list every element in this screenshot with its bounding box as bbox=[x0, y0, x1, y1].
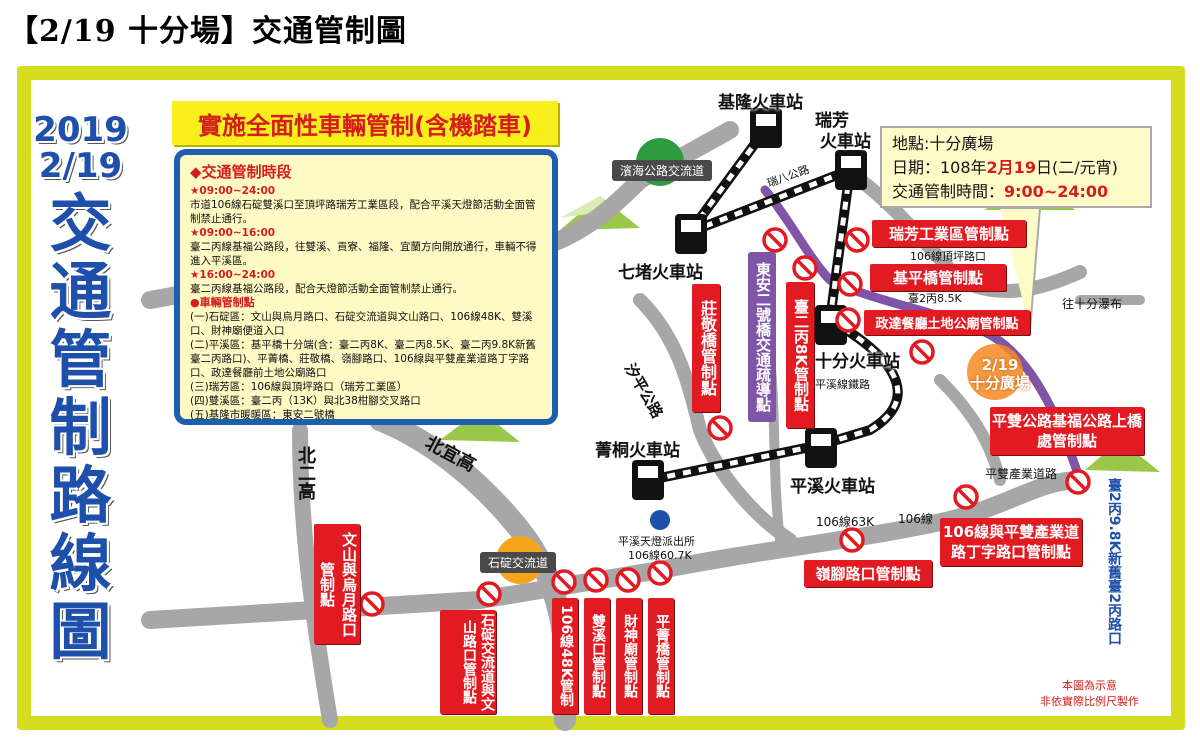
venue-label: 2/19 十分廣場 bbox=[960, 356, 1040, 392]
event-time: 交通管制時間：9:00~24:00 bbox=[892, 182, 1109, 201]
control-point-item: (一)石碇區：文山與烏月路口、石碇交流道與文山路口、106線48K、雙溪口、財神… bbox=[190, 311, 533, 337]
control-point-item: (五)基隆市暖暖區：東安二號橋 bbox=[190, 409, 335, 421]
road-old-new-t2b: 臺2丙9.8K新舊臺2丙路口 bbox=[1106, 478, 1122, 646]
side-title-year: 2019 bbox=[33, 110, 128, 150]
no-entry-icon bbox=[647, 560, 673, 586]
side-title-char: 圖 bbox=[49, 595, 112, 668]
road-police-station: 平溪天燈派出所 bbox=[618, 535, 695, 548]
event-location: 地點:十分廣場 bbox=[892, 134, 994, 153]
venue-date: 2/19 bbox=[981, 356, 1019, 374]
road-106: 106線 bbox=[898, 512, 933, 526]
control-time-box: ◆交通管制時段 ★09:00~24:00 市道106線石碇雙溪口至頂坪路瑞芳工業… bbox=[174, 149, 558, 425]
road-t2b-85k: 臺2丙8.5K bbox=[908, 292, 962, 305]
station-keelung: 基隆火車站 bbox=[718, 93, 803, 113]
dongan-guidance-label: 東安二號橋交通疏導點 bbox=[748, 252, 776, 422]
time-slot-label: ★16:00~24:00 bbox=[190, 269, 276, 281]
no-entry-icon bbox=[615, 567, 641, 593]
no-entry-icon bbox=[792, 255, 818, 281]
no-entry-icon bbox=[762, 227, 788, 253]
railway bbox=[648, 127, 903, 485]
event-info-box: 地點:十分廣場 日期：108年2月19日(二/元宵) 交通管制時間：9:00~2… bbox=[880, 126, 1152, 208]
time-slot-label: ★09:00~24:00 bbox=[190, 185, 276, 197]
control-wenshan-wuyue: 文山與烏月路口管制點 bbox=[314, 524, 360, 644]
control-jiping-bridge: 基平橋管制點 bbox=[870, 264, 1006, 291]
control-ruifang-industrial: 瑞芳工業區管制點 bbox=[872, 220, 1026, 247]
no-entry-icon bbox=[835, 307, 861, 333]
no-entry-icon bbox=[844, 227, 870, 253]
time-slot-label: ★09:00~16:00 bbox=[190, 227, 276, 239]
no-entry-icon bbox=[476, 581, 502, 607]
side-title-char: 線 bbox=[49, 527, 112, 600]
no-entry-icon bbox=[707, 415, 733, 441]
road-to-shifen-falls: 往十分瀑布 bbox=[1062, 297, 1123, 311]
shiding-interchange-label: 石碇交流道 bbox=[480, 552, 557, 573]
train-icon-pingxi bbox=[805, 428, 837, 468]
side-title-char: 制 bbox=[49, 391, 112, 464]
station-pingxi: 平溪火車站 bbox=[790, 477, 875, 497]
road-106-63k: 106線63K bbox=[816, 515, 875, 529]
binhai-interchange-label: 濱海公路交流道 bbox=[612, 160, 713, 181]
control-t2b-8k: 臺二丙8K管制點 bbox=[786, 282, 814, 428]
station-qidu: 七堵火車站 bbox=[618, 263, 703, 283]
no-entry-icon bbox=[1065, 469, 1091, 495]
train-icon-keelung bbox=[750, 108, 782, 148]
time-slot-text: 臺二丙線基福公路段，往雙溪、貢寮、福隆、宜蘭方向開放通行，車輛不得進入平溪區。 bbox=[190, 241, 537, 267]
road-bei2: 北二高 bbox=[295, 446, 316, 500]
control-banner: 實施全面性車輛管制(含機踏車) bbox=[172, 101, 558, 145]
train-icon-jingtong bbox=[632, 460, 664, 500]
no-entry-icon bbox=[839, 527, 865, 553]
side-title-char: 管 bbox=[49, 323, 112, 396]
no-entry-icon bbox=[909, 339, 935, 365]
side-title-char: 交 bbox=[49, 187, 112, 260]
side-title-char: 通 bbox=[49, 255, 112, 328]
road-pingshuang: 平雙產業道路 bbox=[985, 467, 1058, 481]
train-icon-qidu bbox=[675, 214, 707, 254]
venue-name: 十分廣場 bbox=[969, 374, 1030, 392]
side-title-char: 路 bbox=[49, 459, 112, 532]
no-entry-icon bbox=[583, 567, 609, 593]
control-points-heading: ●車輛管制點 bbox=[190, 296, 255, 309]
control-caishen: 財神廟管制點 bbox=[616, 598, 642, 714]
no-entry-icon bbox=[953, 484, 979, 510]
no-entry-icon bbox=[359, 591, 385, 617]
police-badge-icon bbox=[650, 510, 670, 530]
control-zhengda: 政達餐廳土地公廟管制點 bbox=[864, 310, 1030, 335]
side-title-date: 2/19 bbox=[38, 146, 123, 186]
control-shuangxi: 雙溪口管制點 bbox=[584, 598, 610, 714]
time-slot-text: 市道106線石碇雙溪口至頂坪路瑞芳工業區段，配合平溪天燈節活動全面管制禁止通行。 bbox=[190, 199, 536, 225]
control-pingjing: 平菁橋管制點 bbox=[648, 598, 674, 714]
control-106-48k: 106線48K管制點 bbox=[534, 598, 578, 714]
station-ruifang-line2: 火車站 bbox=[820, 132, 871, 152]
venue-marker bbox=[967, 344, 1023, 400]
control-pingshuang-jifu: 平雙公路基福公路上橋處管制點 bbox=[990, 407, 1144, 455]
time-slot-text: 臺二丙線基福公路段，配合天燈節活動全面管制禁止通行。 bbox=[190, 283, 463, 295]
road-106-607k: 106線60.7K bbox=[628, 549, 692, 562]
control-shiding-wenshan: 石碇交流道與文山路口管制點 bbox=[440, 610, 496, 714]
control-point-item: (二)平溪區：基平橋十分端(含：臺二丙8K、臺二丙8.5K、臺二丙9.8K新舊臺… bbox=[190, 339, 537, 379]
control-zhuangjing: 莊敬橋管制點 bbox=[692, 284, 720, 412]
station-jingtong: 菁桐火車站 bbox=[595, 441, 680, 461]
road-dingping: 106線頂坪路口 bbox=[910, 250, 986, 263]
page-title: 【2/19 十分場】交通管制圖 bbox=[8, 14, 408, 49]
scale-footnote: 本圖為示意 非依實際比例尺製作 bbox=[1040, 679, 1139, 708]
no-entry-icon bbox=[837, 271, 863, 297]
time-box-heading: ◆交通管制時段 bbox=[190, 163, 292, 181]
no-entry-icon bbox=[551, 569, 577, 595]
train-icon-ruifang bbox=[835, 150, 867, 190]
station-ruifang-line1: 瑞芳 bbox=[815, 111, 849, 131]
event-date: 日期：108年2月19日(二/元宵) bbox=[892, 158, 1118, 177]
control-lingjiao: 嶺腳路口管制點 bbox=[804, 560, 932, 587]
control-106-pingshuang: 106線與平雙產業道路丁字路口管制點 bbox=[940, 518, 1082, 566]
control-point-item: (四)雙溪區：臺二丙（13K）與北38柑腳交叉路口 bbox=[190, 395, 421, 407]
control-point-item: (三)瑞芳區：106線與頂坪路口（瑞芳工業區） bbox=[190, 381, 408, 393]
side-title: 2019 2/19 交 通 管 制 路 線 圖 bbox=[28, 112, 133, 666]
no-entry-signs bbox=[359, 227, 1091, 617]
station-shifen: 十分火車站 bbox=[815, 352, 900, 372]
road-pingxi-rail: 平溪線鐵路 bbox=[815, 378, 870, 391]
